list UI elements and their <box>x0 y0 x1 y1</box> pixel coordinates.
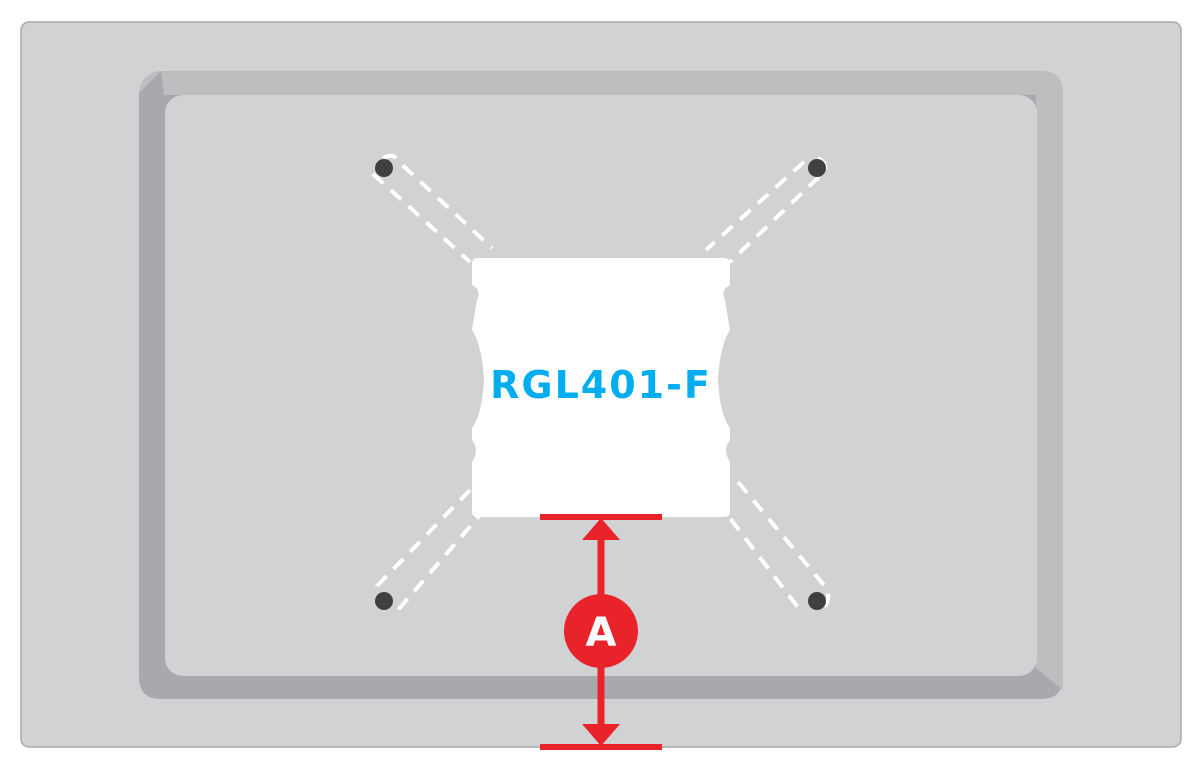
dimension-arrow-up <box>582 518 620 540</box>
arm-bottom-right <box>714 480 831 614</box>
dimension-badge <box>564 594 638 668</box>
screw-bottom-right <box>808 592 826 610</box>
arm-top-left <box>371 153 494 264</box>
screw-top-right <box>808 159 826 177</box>
dimension-a: A <box>540 514 662 750</box>
screw-top-left <box>375 159 393 177</box>
screws <box>375 159 826 610</box>
dimension-arrow-down <box>582 724 620 746</box>
screw-bottom-left <box>375 592 393 610</box>
model-label: RGL401-F <box>490 363 712 407</box>
dimension-label: A <box>586 610 617 656</box>
mount-plate <box>472 258 730 517</box>
